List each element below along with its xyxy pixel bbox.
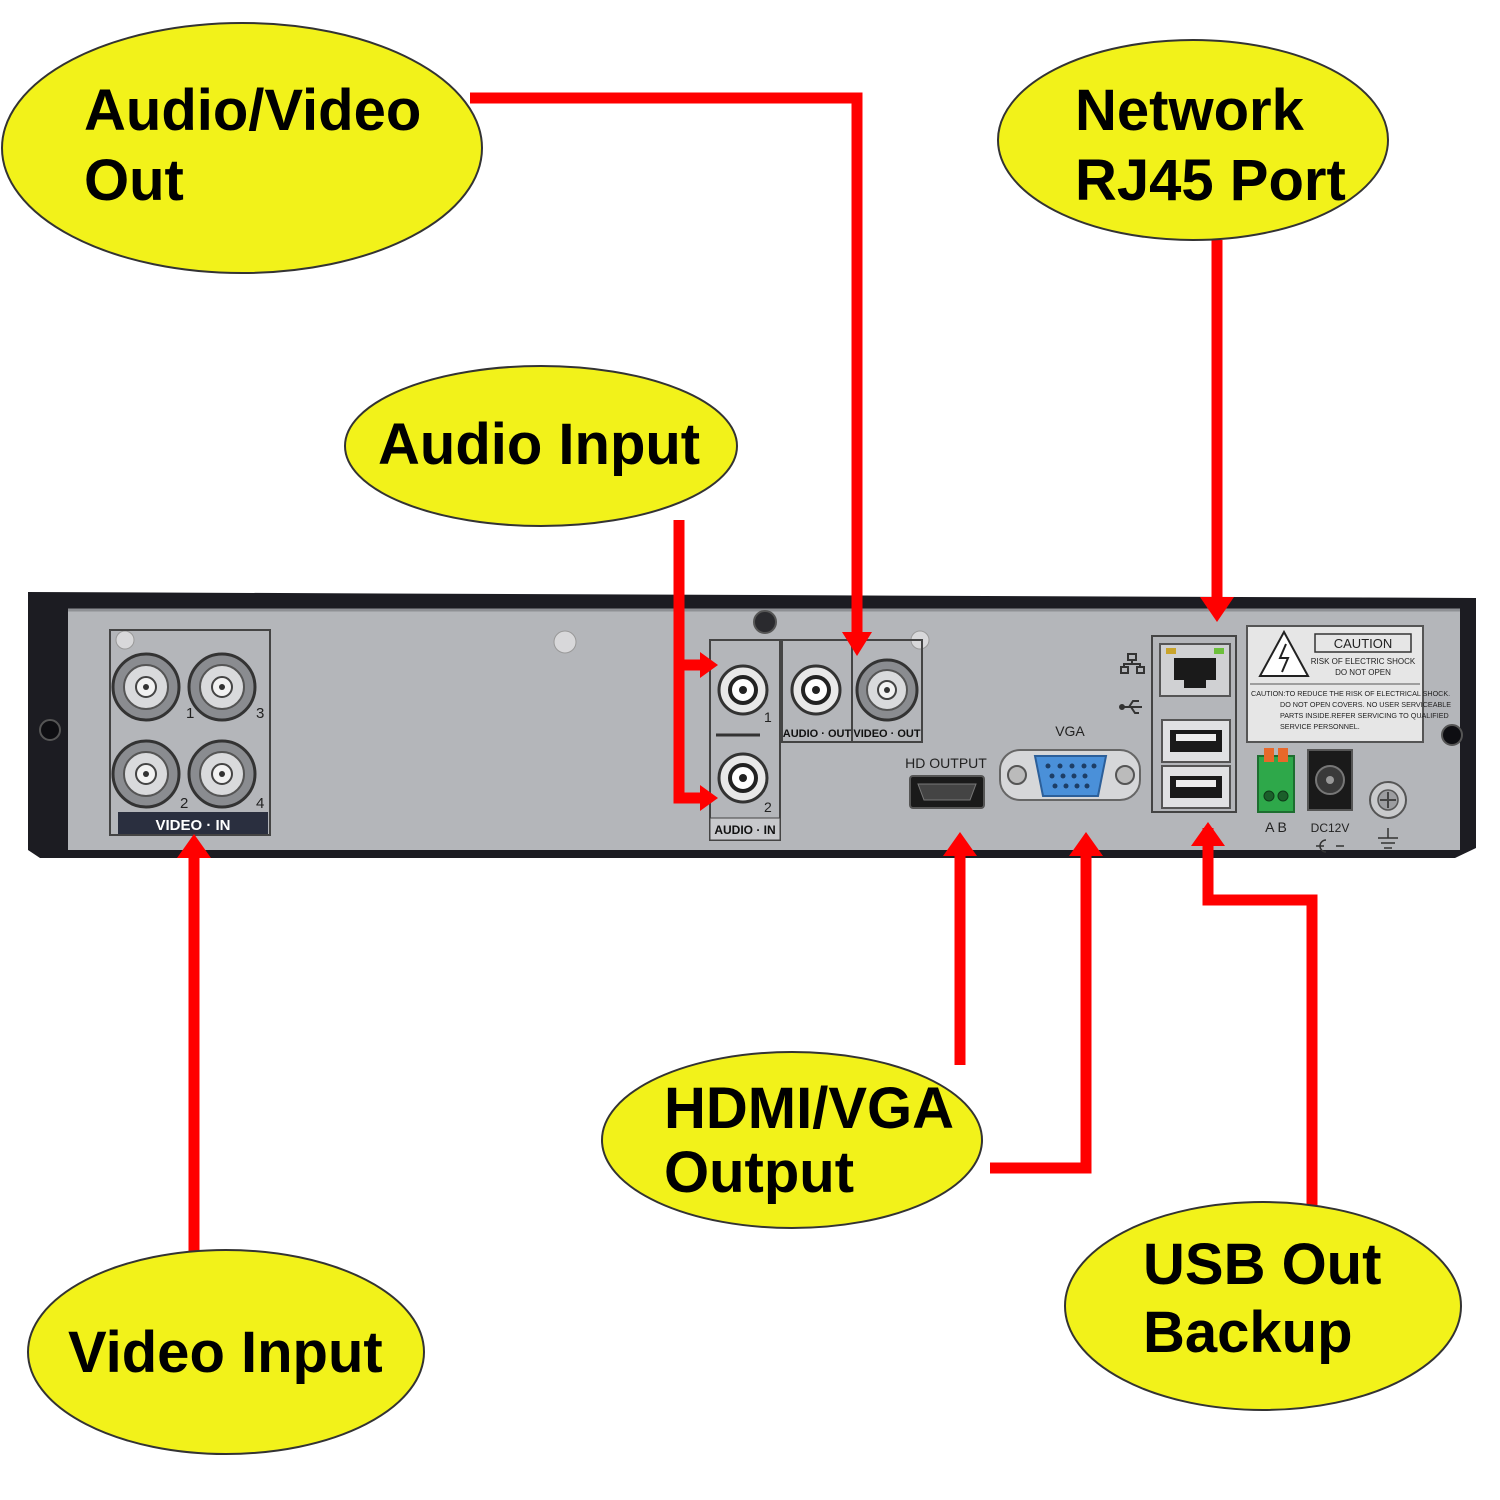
callout-hdmi-vga: HDMI/VGA Output — [601, 1051, 983, 1229]
callout-network-line2: RJ45 Port — [1075, 148, 1346, 213]
callout-usb-line2: Backup — [1143, 1300, 1353, 1365]
panel-hole-2 — [553, 630, 577, 654]
arrow-heads — [177, 597, 1234, 858]
bnc-video-out — [855, 658, 919, 722]
bnc-input-2 — [111, 739, 181, 809]
caution-body4: SERVICE PERSONNEL. — [1280, 722, 1360, 731]
dvr-back-panel: VIDEO · IN — [28, 592, 1476, 858]
caution-sub1: RISK OF ELECTRIC SHOCK — [1311, 657, 1416, 666]
arrowhead-video-in — [177, 834, 211, 858]
bnc-input-3 — [187, 652, 257, 722]
usb-port-2 — [1161, 765, 1231, 809]
arrowhead-av-out — [842, 632, 872, 656]
screw-right — [1441, 724, 1463, 746]
usb-symbol-icon — [1119, 700, 1142, 714]
audio-in-number-1: 1 — [764, 709, 772, 725]
callout-hdmi-vga-line2: Output — [664, 1140, 854, 1205]
audio-in-label: AUDIO · IN — [714, 823, 775, 837]
bnc-number-4: 4 — [256, 795, 264, 812]
bnc-number-3: 3 — [256, 705, 264, 722]
arrowhead-usb — [1191, 822, 1225, 846]
warning-triangle-icon — [1258, 629, 1310, 677]
vga-label: VGA — [1055, 723, 1085, 739]
caution-title: CAUTION — [1334, 636, 1393, 651]
bnc-input-1 — [111, 652, 181, 722]
callout-usb-line1: USB Out — [1143, 1232, 1381, 1297]
callout-network: Network RJ45 Port — [997, 39, 1389, 241]
callout-audio-input-line1: Audio Input — [378, 412, 700, 477]
arrowhead-hdmi — [943, 832, 977, 856]
usb-port-1 — [1161, 719, 1231, 763]
callout-video-input: Video Input — [27, 1249, 425, 1455]
rca-audio-in-1 — [717, 664, 769, 716]
callout-av-out: Audio/Video Out — [1, 22, 483, 274]
audio-in-block: 1 2 AUDIO · IN — [709, 639, 781, 841]
caution-body3: PARTS INSIDE.REFER SERVICING TO QUALIFIE… — [1280, 711, 1449, 720]
bnc-number-1: 1 — [186, 705, 194, 722]
rca-audio-in-2 — [717, 752, 769, 804]
callout-av-out-line2: Out — [84, 148, 184, 213]
arrow-usb — [1202, 828, 1318, 1210]
ground-screw — [1369, 781, 1407, 849]
network-symbol-icon — [1120, 653, 1145, 674]
arrow-vga — [990, 848, 1092, 1174]
arrowhead-network — [1200, 597, 1234, 622]
callout-av-out-line1: Audio/Video — [84, 78, 421, 143]
caution-label: CAUTION RISK OF ELECTRIC SHOCK DO NOT OP… — [1246, 625, 1451, 743]
arrow-av-out — [470, 92, 863, 634]
ground-symbol-icon — [1378, 828, 1398, 849]
dc-power-jack: DC12V — [1307, 749, 1353, 853]
vga-port: VGA — [999, 723, 1141, 801]
av-out-block: AUDIO · OUT VIDEO · OUT — [781, 639, 923, 743]
screw-top — [753, 610, 777, 634]
rj45-port — [1159, 643, 1231, 697]
callout-network-line1: Network — [1075, 78, 1305, 143]
audio-out-label: AUDIO · OUT — [783, 728, 852, 740]
arrow-audio-in-2 — [673, 665, 702, 804]
dc-label: DC12V — [1311, 821, 1350, 835]
video-in-label: VIDEO · IN — [155, 817, 230, 834]
caution-sub2: DO NOT OPEN — [1335, 668, 1391, 677]
screw-left — [39, 719, 61, 741]
arrowhead-vga — [1069, 832, 1103, 856]
audio-in-number-2: 2 — [764, 799, 772, 815]
panel-hole-1 — [115, 630, 135, 650]
terminal-ab-label: A B — [1265, 819, 1287, 835]
caution-body1: CAUTION:TO REDUCE THE RISK OF ELECTRICAL… — [1251, 689, 1450, 698]
caution-body2: DO NOT OPEN COVERS. NO USER SERVICEABLE — [1280, 700, 1451, 709]
arrowhead-audio-in-1 — [700, 652, 718, 678]
rj45-usb-stack — [1151, 635, 1237, 813]
ab-terminal: A B — [1257, 748, 1295, 835]
bnc-number-2: 2 — [180, 795, 188, 812]
callout-video-input-line1: Video Input — [68, 1320, 383, 1385]
video-in-block: VIDEO · IN — [109, 629, 271, 836]
hdmi-port: HD OUTPUT — [905, 755, 987, 809]
callout-usb: USB Out Backup — [1064, 1201, 1462, 1411]
connector-arrows — [188, 92, 1318, 1255]
callout-hdmi-vga-line1: HDMI/VGA — [664, 1076, 954, 1141]
dc-polarity-icon — [1316, 839, 1344, 853]
video-out-label: VIDEO · OUT — [853, 728, 921, 740]
arrowhead-audio-in-2 — [700, 785, 718, 811]
bnc-input-4 — [187, 739, 257, 809]
hd-output-label: HD OUTPUT — [905, 755, 987, 771]
rca-audio-out — [790, 664, 842, 716]
callout-audio-input: Audio Input — [344, 365, 738, 527]
